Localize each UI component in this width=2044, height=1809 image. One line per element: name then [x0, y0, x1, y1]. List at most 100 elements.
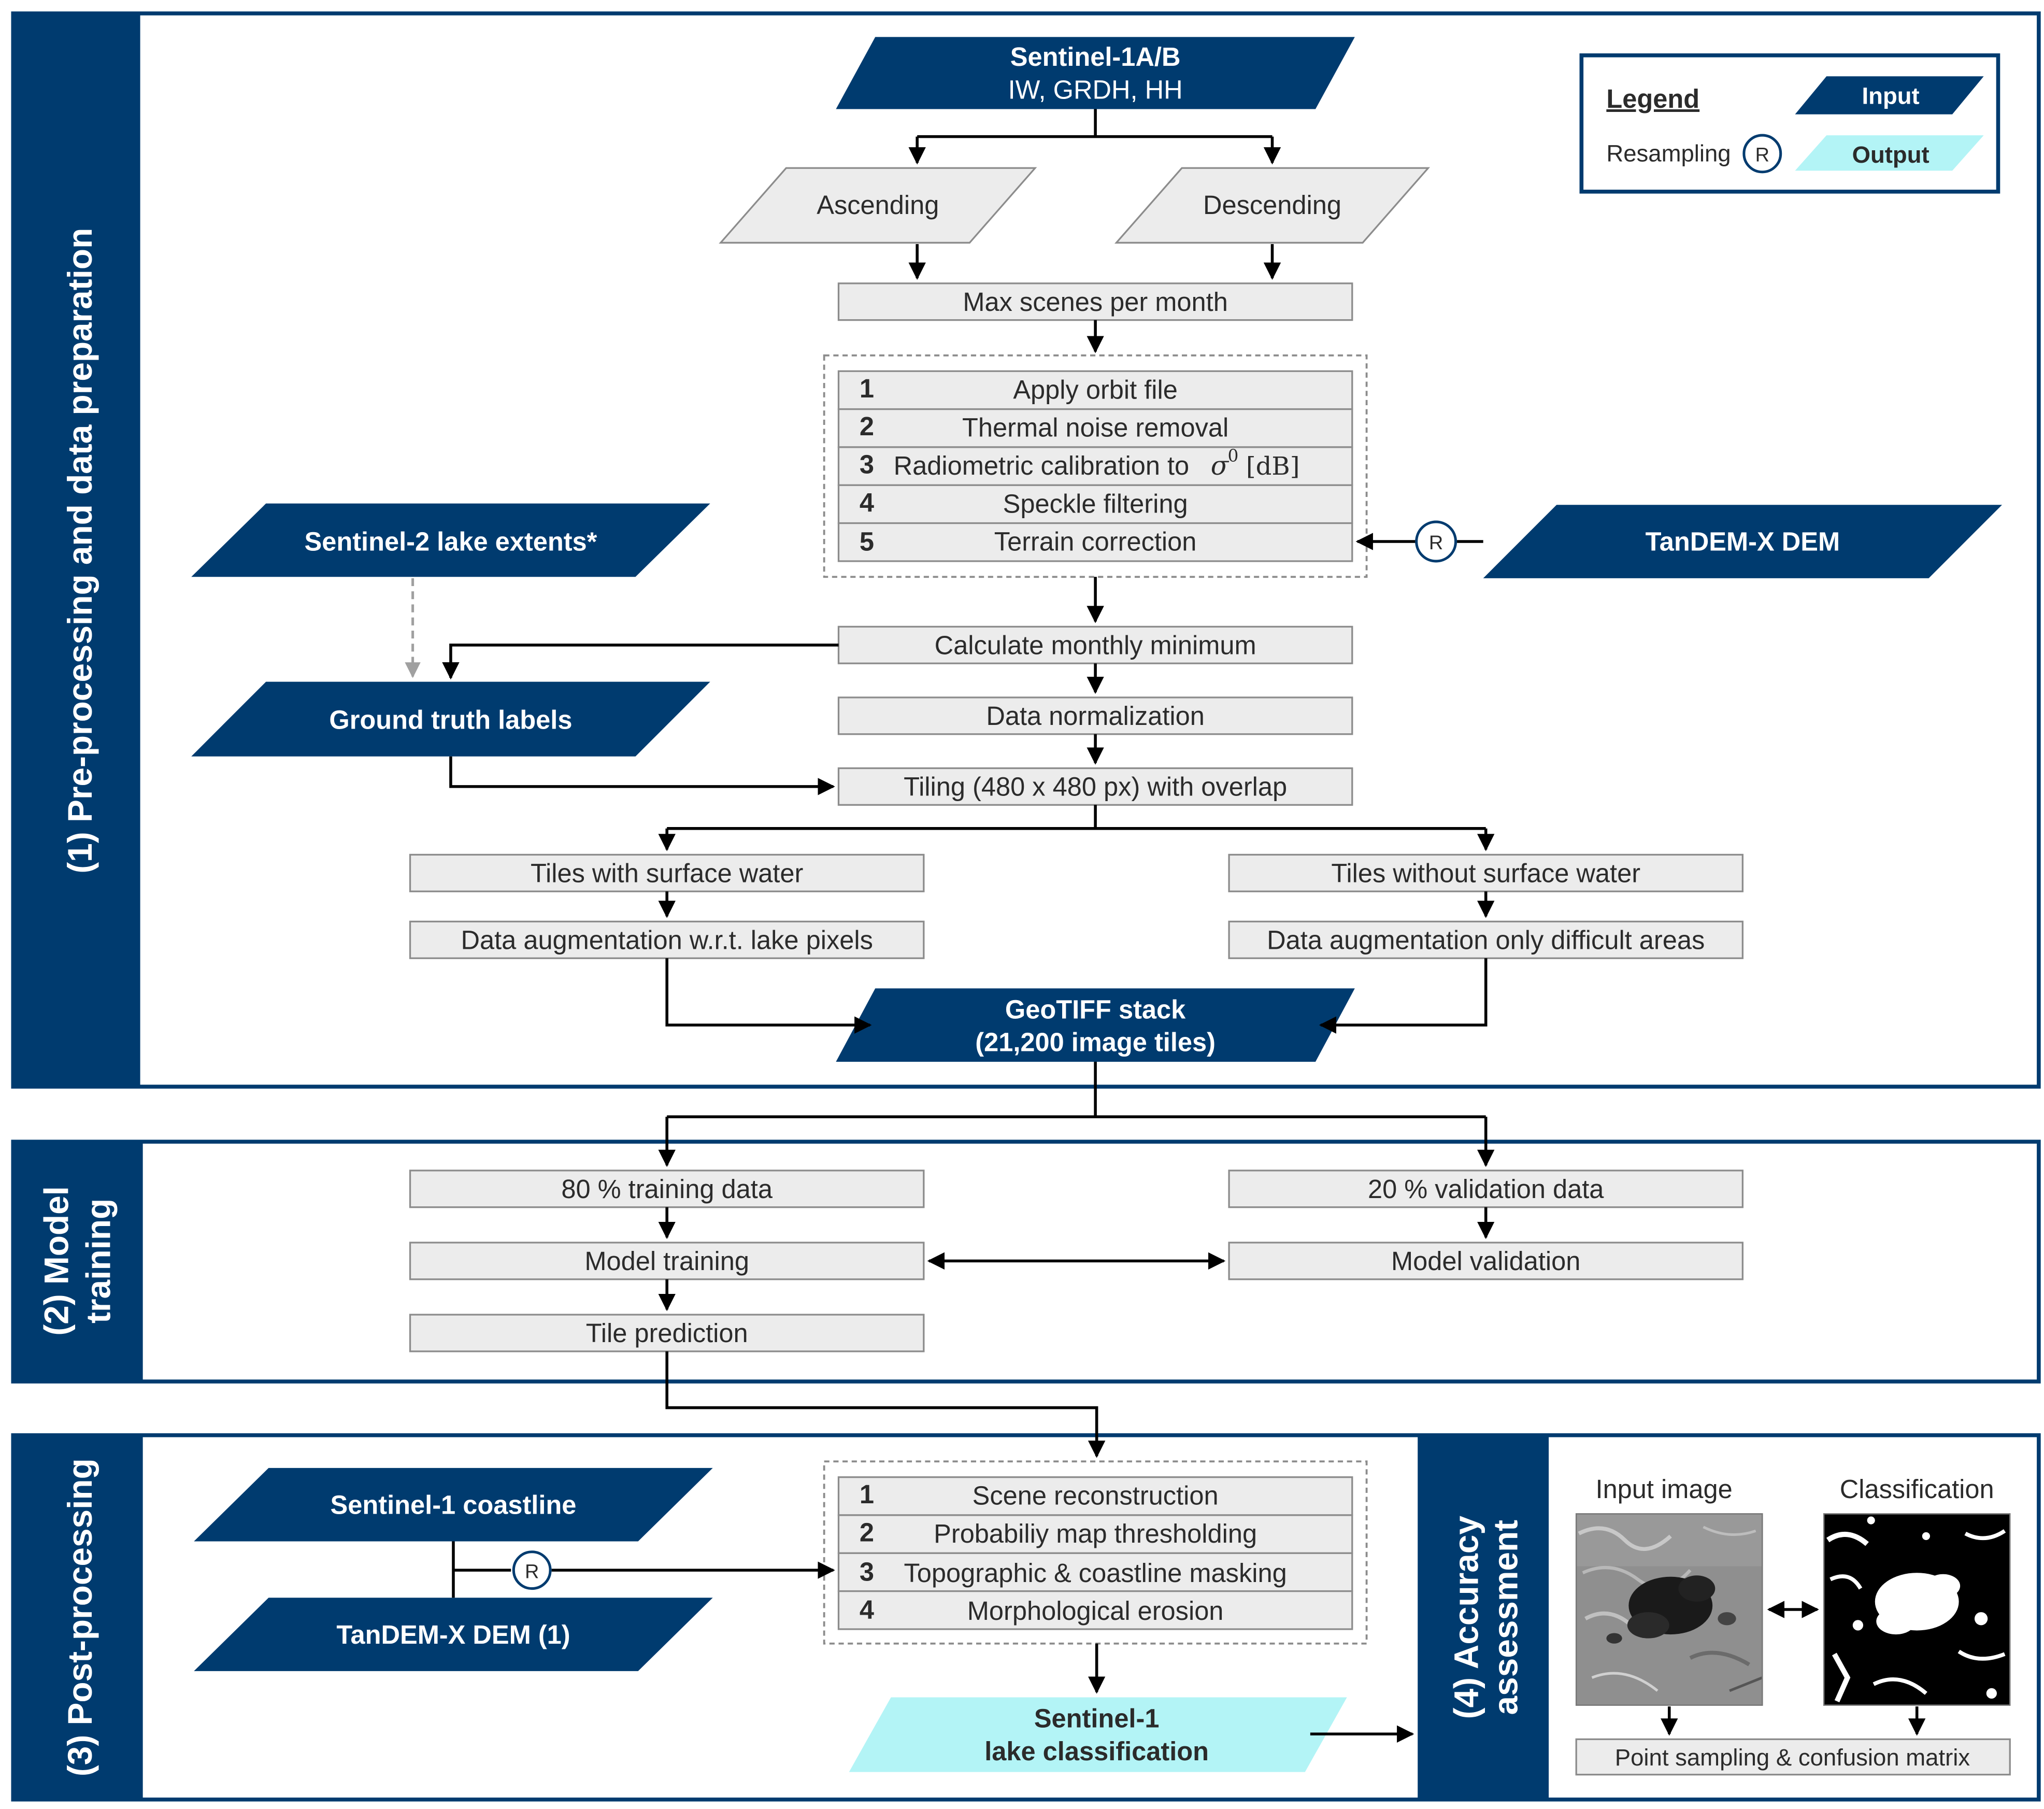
tiles-without-water-label: Tiles without surface water — [1331, 859, 1640, 888]
tile-prediction-label: Tile prediction — [586, 1318, 748, 1348]
sentinel2-extents-input: Sentinel-2 lake extents* — [191, 503, 710, 577]
geotiff-line1: GeoTIFF stack — [1005, 995, 1186, 1024]
step-number: 2 — [860, 411, 874, 441]
step-label: Thermal noise removal — [962, 413, 1228, 443]
augmentation-difficult-label: Data augmentation only difficult areas — [1267, 925, 1705, 955]
point-sampling-step: Point sampling & confusion matrix — [1575, 1738, 2011, 1776]
resampling-symbol-post: R — [525, 1561, 539, 1583]
postprocessing-step-2: 2 Probabiliy map thresholding — [837, 1514, 1353, 1554]
legend-output-shape — [1795, 135, 1984, 171]
ground-truth-label: Ground truth labels — [329, 705, 572, 735]
step-number: 3 — [860, 450, 874, 479]
lake-classification-output: Sentinel-1 lake classification — [849, 1697, 1347, 1772]
step-number: 2 — [860, 1518, 874, 1547]
monthly-minimum-step: Calculate monthly minimum — [837, 625, 1353, 664]
legend-input-shape — [1795, 76, 1984, 115]
section-label-training-2: training — [79, 1199, 117, 1323]
sigma-unit: [dB] — [1246, 452, 1300, 481]
section-label-postprocessing: (3) Post-processing — [61, 1458, 99, 1776]
input-image-label: Input image — [1596, 1474, 1733, 1504]
section-preprocessing: (1) Pre-processing and data preparation — [11, 11, 2041, 1089]
step-label: Speckle filtering — [1003, 489, 1188, 518]
coastline-label: Sentinel-1 coastline — [331, 1490, 577, 1519]
postprocessing-step-3: 3 Topographic & coastline masking — [837, 1552, 1353, 1592]
postprocessing-step-1: 1 Scene reconstruction — [837, 1476, 1353, 1516]
step-label: Radiometric calibration to — [894, 451, 1189, 480]
monthly-minimum-label: Calculate monthly minimum — [935, 630, 1256, 660]
ground-truth-input: Ground truth labels — [191, 681, 710, 757]
step-number: 4 — [860, 1595, 874, 1625]
preprocessing-step-2: 2 Thermal noise removal — [837, 408, 1353, 448]
tiles-with-water-label: Tiles with surface water — [531, 859, 803, 888]
output-line1: Sentinel-1 — [1034, 1704, 1160, 1733]
section-label-accuracy-1: (4) Accuracy — [1447, 1516, 1485, 1719]
normalization-label: Data normalization — [986, 701, 1205, 731]
step-label: Probabiliy map thresholding — [934, 1519, 1257, 1548]
training-data-label: 80 % training data — [561, 1174, 773, 1204]
tiles-with-water-step: Tiles with surface water — [409, 853, 925, 892]
model-training-step: Model training — [409, 1242, 925, 1280]
geotiff-line2: (21,200 image tiles) — [975, 1028, 1216, 1057]
sigma-symbol: σ — [1211, 450, 1230, 481]
step-number: 4 — [860, 488, 874, 517]
point-sampling-label: Point sampling & confusion matrix — [1615, 1744, 1970, 1771]
postprocessing-chain: 1 Scene reconstruction 2 Probabiliy map … — [823, 1460, 1368, 1645]
training-data-step: 80 % training data — [409, 1170, 925, 1208]
step-label: Morphological erosion — [967, 1596, 1224, 1626]
preprocessing-step-4: 4 Speckle filtering — [837, 484, 1353, 524]
input-sar-image — [1576, 1514, 1763, 1705]
legend-resampling-icon — [1742, 134, 1782, 174]
legend-resampling-symbol: R — [1755, 145, 1769, 166]
tandem-dem-input: TanDEM-X DEM — [1483, 505, 2003, 578]
resampling-icon — [1415, 520, 1457, 563]
legend-output-label: Output — [1852, 141, 1929, 168]
step-label: Scene reconstruction — [973, 1481, 1219, 1511]
geotiff-stack-input: GeoTIFF stack (21,200 image tiles) — [836, 988, 1355, 1062]
step-label: Topographic & coastline masking — [904, 1558, 1287, 1588]
sentinel1-subtitle: IW, GRDH, HH — [1008, 75, 1183, 104]
resampling-symbol: R — [1429, 532, 1443, 554]
preprocessing-step-3: 3 Radiometric calibration to σ 0 [dB] — [837, 446, 1353, 486]
model-validation-step: Model validation — [1228, 1242, 1744, 1280]
section-label-training-1: (2) Model — [37, 1186, 76, 1336]
tandem-dem-label: TanDEM-X DEM — [1646, 527, 1840, 557]
sentinel2-extents-label: Sentinel-2 lake extents* — [304, 527, 597, 557]
step-label: Terrain correction — [994, 527, 1197, 557]
tiling-step: Tiling (480 x 480 px) with overlap — [837, 767, 1353, 806]
section-model-training: (2) Model training — [11, 1139, 2041, 1384]
classification-image — [1824, 1514, 2010, 1705]
validation-data-step: 20 % validation data — [1228, 1170, 1744, 1208]
model-training-label: Model training — [584, 1246, 749, 1276]
accuracy-panel: Input image Classification — [1575, 1474, 2011, 1776]
preprocessing-step-5: 5 Terrain correction — [837, 522, 1353, 562]
normalization-step: Data normalization — [837, 696, 1353, 735]
step-number: 3 — [860, 1557, 874, 1586]
model-validation-label: Model validation — [1391, 1246, 1580, 1276]
sentinel1-input: Sentinel-1A/B IW, GRDH, HH — [836, 37, 1355, 109]
tandem-dem-1-input: TanDEM-X DEM (1) — [194, 1598, 713, 1671]
legend-resampling-label: Resampling — [1606, 140, 1731, 167]
max-scenes-label: Max scenes per month — [963, 287, 1227, 317]
ascending-label: Ascending — [817, 190, 939, 220]
descending-node: Descending — [1114, 167, 1431, 244]
tandem-dem-1-label: TanDEM-X DEM (1) — [336, 1620, 570, 1649]
section-postprocessing: (3) Post-processing (4) Accuracy assessm… — [11, 1433, 2041, 1802]
step-number: 5 — [860, 527, 874, 557]
legend: Legend Input Output Resampling R — [1579, 53, 2000, 194]
ascending-node: Ascending — [719, 167, 1037, 244]
legend-input-label: Input — [1862, 82, 1920, 109]
preprocessing-step-1: 1 Apply orbit file — [837, 370, 1353, 410]
augmentation-difficult-step: Data augmentation only difficult areas — [1228, 920, 1744, 959]
tile-prediction-step: Tile prediction — [409, 1314, 925, 1352]
step-number: 1 — [860, 1479, 874, 1509]
sentinel1-title: Sentinel-1A/B — [1010, 42, 1181, 72]
section-label-accuracy-2: assessment — [1486, 1520, 1524, 1715]
section-label-preprocessing: (1) Pre-processing and data preparation — [61, 228, 99, 874]
descending-label: Descending — [1203, 190, 1341, 220]
connectors: R — [405, 109, 1926, 1743]
resampling-icon-post — [512, 1550, 552, 1590]
output-line2: lake classification — [984, 1736, 1209, 1766]
validation-data-label: 20 % validation data — [1368, 1174, 1604, 1204]
coastline-input: Sentinel-1 coastline — [194, 1468, 713, 1542]
